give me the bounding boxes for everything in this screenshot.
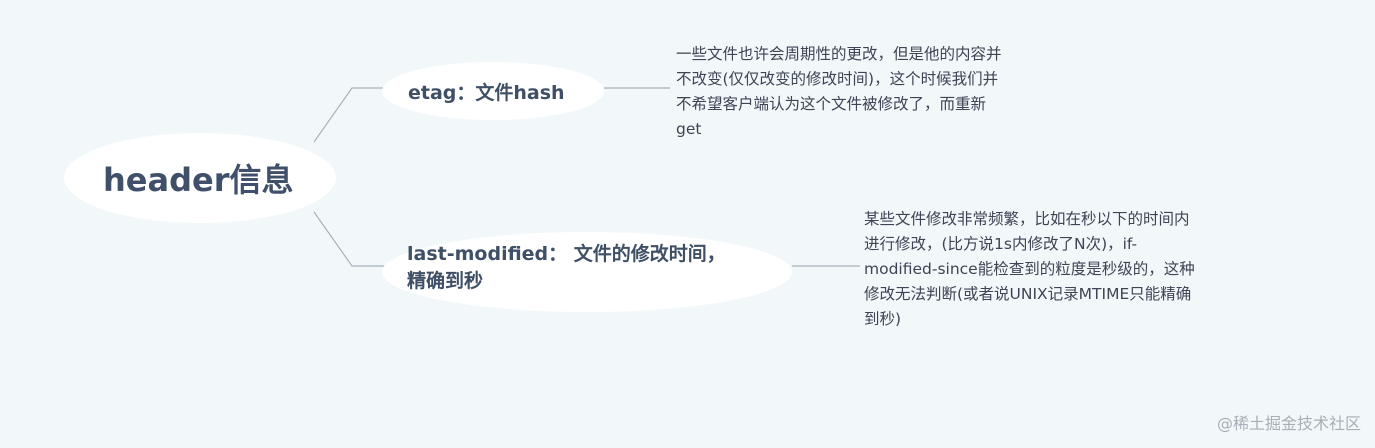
branch-node-etag[interactable]: etag：文件hash [382,62,604,120]
branch-node-etag-label: etag：文件hash [408,81,565,104]
watermark-text: @稀土掘金技术社区 [1216,414,1361,433]
branch-node-last-modified[interactable]: last-modified： 文件的修改时间， 精确到秒 [382,232,792,312]
connector-root-to-etag [313,87,384,143]
root-node[interactable]: header信息 [64,133,336,223]
note-etag: 一些文件也许会周期性的更改，但是他的内容并 不改变(仅仅改变的修改时间)，这个时… [676,45,1002,138]
root-node-label: header信息 [103,161,294,199]
branch-node-last-modified-label: last-modified： 文件的修改时间， 精确到秒 [407,243,726,292]
connector-root-to-last-modified [313,211,384,267]
note-last-modified: 某些文件修改非常频繁，比如在秒以下的时间内 进行修改，(比方说1s内修改了N次)… [864,210,1195,328]
